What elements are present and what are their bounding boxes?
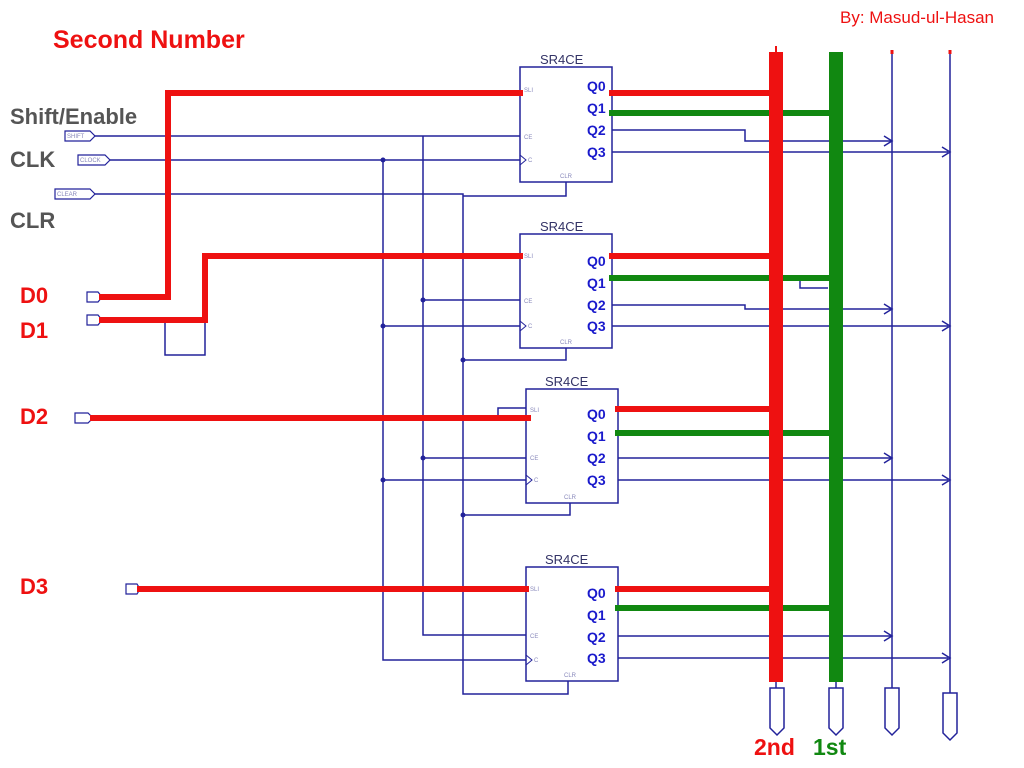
pin-label: SLI <box>530 408 539 414</box>
port-clock <box>77 154 111 166</box>
register-name: SR4CE <box>545 374 589 389</box>
register-name: SR4CE <box>540 219 584 234</box>
pin-label: SLI <box>524 88 533 94</box>
pin-label: C <box>534 478 539 484</box>
port-label: CLOCK <box>80 158 101 164</box>
bus-second <box>769 52 783 682</box>
bus-first <box>829 52 843 682</box>
pin-label: C <box>528 324 533 330</box>
register-box-1 <box>519 66 613 183</box>
pin-label: CE <box>530 456 538 462</box>
pin-label: C <box>534 658 539 664</box>
bus-tap-arrows <box>883 135 952 664</box>
register-boxes <box>519 66 619 682</box>
d1-label: D1 <box>20 318 49 343</box>
port-label: CLEAR <box>57 192 78 198</box>
bus-first-label: 1st <box>813 734 847 760</box>
pin-label: CLR <box>560 340 573 346</box>
d3-label: D3 <box>20 574 49 599</box>
q-label: Q0 <box>587 253 606 269</box>
register-box-3 <box>525 388 619 504</box>
pin-label: CE <box>530 634 538 640</box>
q-labels: Q0 Q1 Q2 Q3 Q0 Q1 Q2 Q3 Q0 Q1 Q2 Q3 Q0 Q… <box>587 78 606 666</box>
register-names: SR4CE SR4CE SR4CE SR4CE <box>540 52 589 567</box>
q-label: Q3 <box>587 650 606 666</box>
pin-label: C <box>528 158 533 164</box>
page-title: Second Number <box>53 26 245 54</box>
q-label: Q2 <box>587 297 606 313</box>
pin-labels: SLI CE C CLR SLI CE C CLR SLI CE C CLR S… <box>524 88 577 679</box>
red-wires <box>90 90 779 592</box>
q-label: Q1 <box>587 607 606 623</box>
port-label: SHIFT <box>67 134 85 140</box>
output-pad-connectors <box>775 682 837 688</box>
q-label: Q3 <box>587 318 606 334</box>
q-label: Q0 <box>587 585 606 601</box>
q-label: Q0 <box>587 78 606 94</box>
d0-label: D0 <box>20 283 49 308</box>
pin-label: SLI <box>530 587 539 593</box>
q-label: Q0 <box>587 406 606 422</box>
port-clear <box>54 188 96 200</box>
author-credit: By: Masud-ul-Hasan <box>839 8 994 27</box>
register-box-2 <box>519 233 613 349</box>
q-label: Q3 <box>587 144 606 160</box>
q-label: Q3 <box>587 472 606 488</box>
port-labels: SHIFT CLOCK CLEAR <box>57 134 101 198</box>
q-label: Q2 <box>587 122 606 138</box>
register-name: SR4CE <box>540 52 584 67</box>
q-label: Q1 <box>587 428 606 444</box>
register-box-4 <box>525 566 619 682</box>
input-ports <box>54 130 141 595</box>
d2-label: D2 <box>20 404 49 429</box>
junction-dots <box>380 157 466 518</box>
clr-label: CLR <box>10 208 56 233</box>
port-shift <box>64 130 96 142</box>
clk-label: CLK <box>10 147 56 172</box>
shift-enable-label: Shift/Enable <box>10 104 138 129</box>
q-label: Q1 <box>587 100 606 116</box>
pin-label: CE <box>524 135 532 141</box>
register-name: SR4CE <box>545 552 589 567</box>
pin-label: CLR <box>564 673 577 679</box>
pin-label: CE <box>524 299 532 305</box>
bus-second-label: 2nd <box>754 734 795 760</box>
output-pads <box>769 687 958 742</box>
output-pad-1 <box>769 687 785 737</box>
clock-pin-marks <box>519 154 533 666</box>
pin-label: SLI <box>524 254 533 260</box>
green-wires <box>609 110 839 611</box>
output-pad-4 <box>942 692 958 742</box>
q-label: Q2 <box>587 629 606 645</box>
output-pad-2 <box>828 687 844 737</box>
pin-label: CLR <box>564 495 577 501</box>
q-label: Q2 <box>587 450 606 466</box>
q-label: Q1 <box>587 275 606 291</box>
output-pad-3 <box>884 687 900 737</box>
pin-label: CLR <box>560 174 573 180</box>
